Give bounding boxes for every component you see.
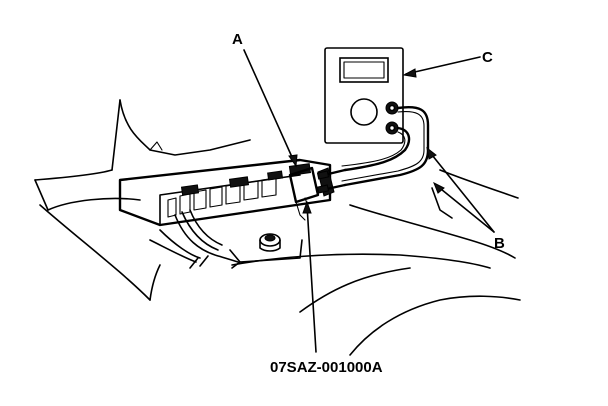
callout-a: A (232, 31, 243, 48)
wire-harness (149, 209, 239, 269)
mounting-bolt (259, 233, 281, 252)
dashboard-outline (34, 99, 521, 356)
leader-lines (243, 49, 495, 353)
callout-b: B (494, 235, 505, 252)
control-unit-connector-block (118, 158, 332, 227)
callout-c: C (482, 49, 493, 66)
special-tool-part-number: 07SAZ-001000A (270, 359, 383, 376)
multimeter-c (324, 47, 404, 144)
